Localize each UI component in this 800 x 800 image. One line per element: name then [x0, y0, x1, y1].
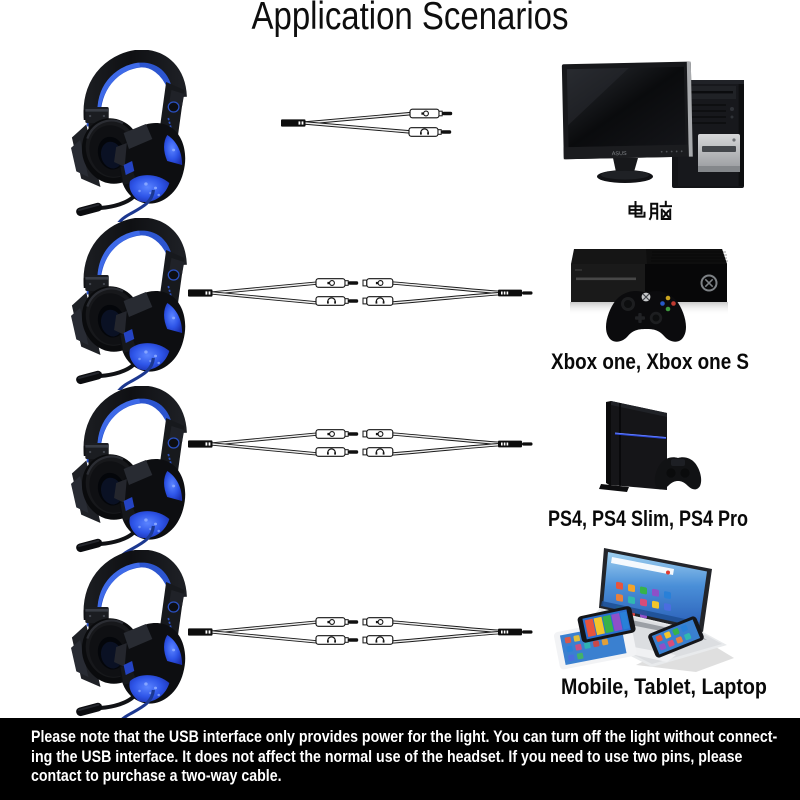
- svg-text:ASUS: ASUS: [612, 151, 627, 157]
